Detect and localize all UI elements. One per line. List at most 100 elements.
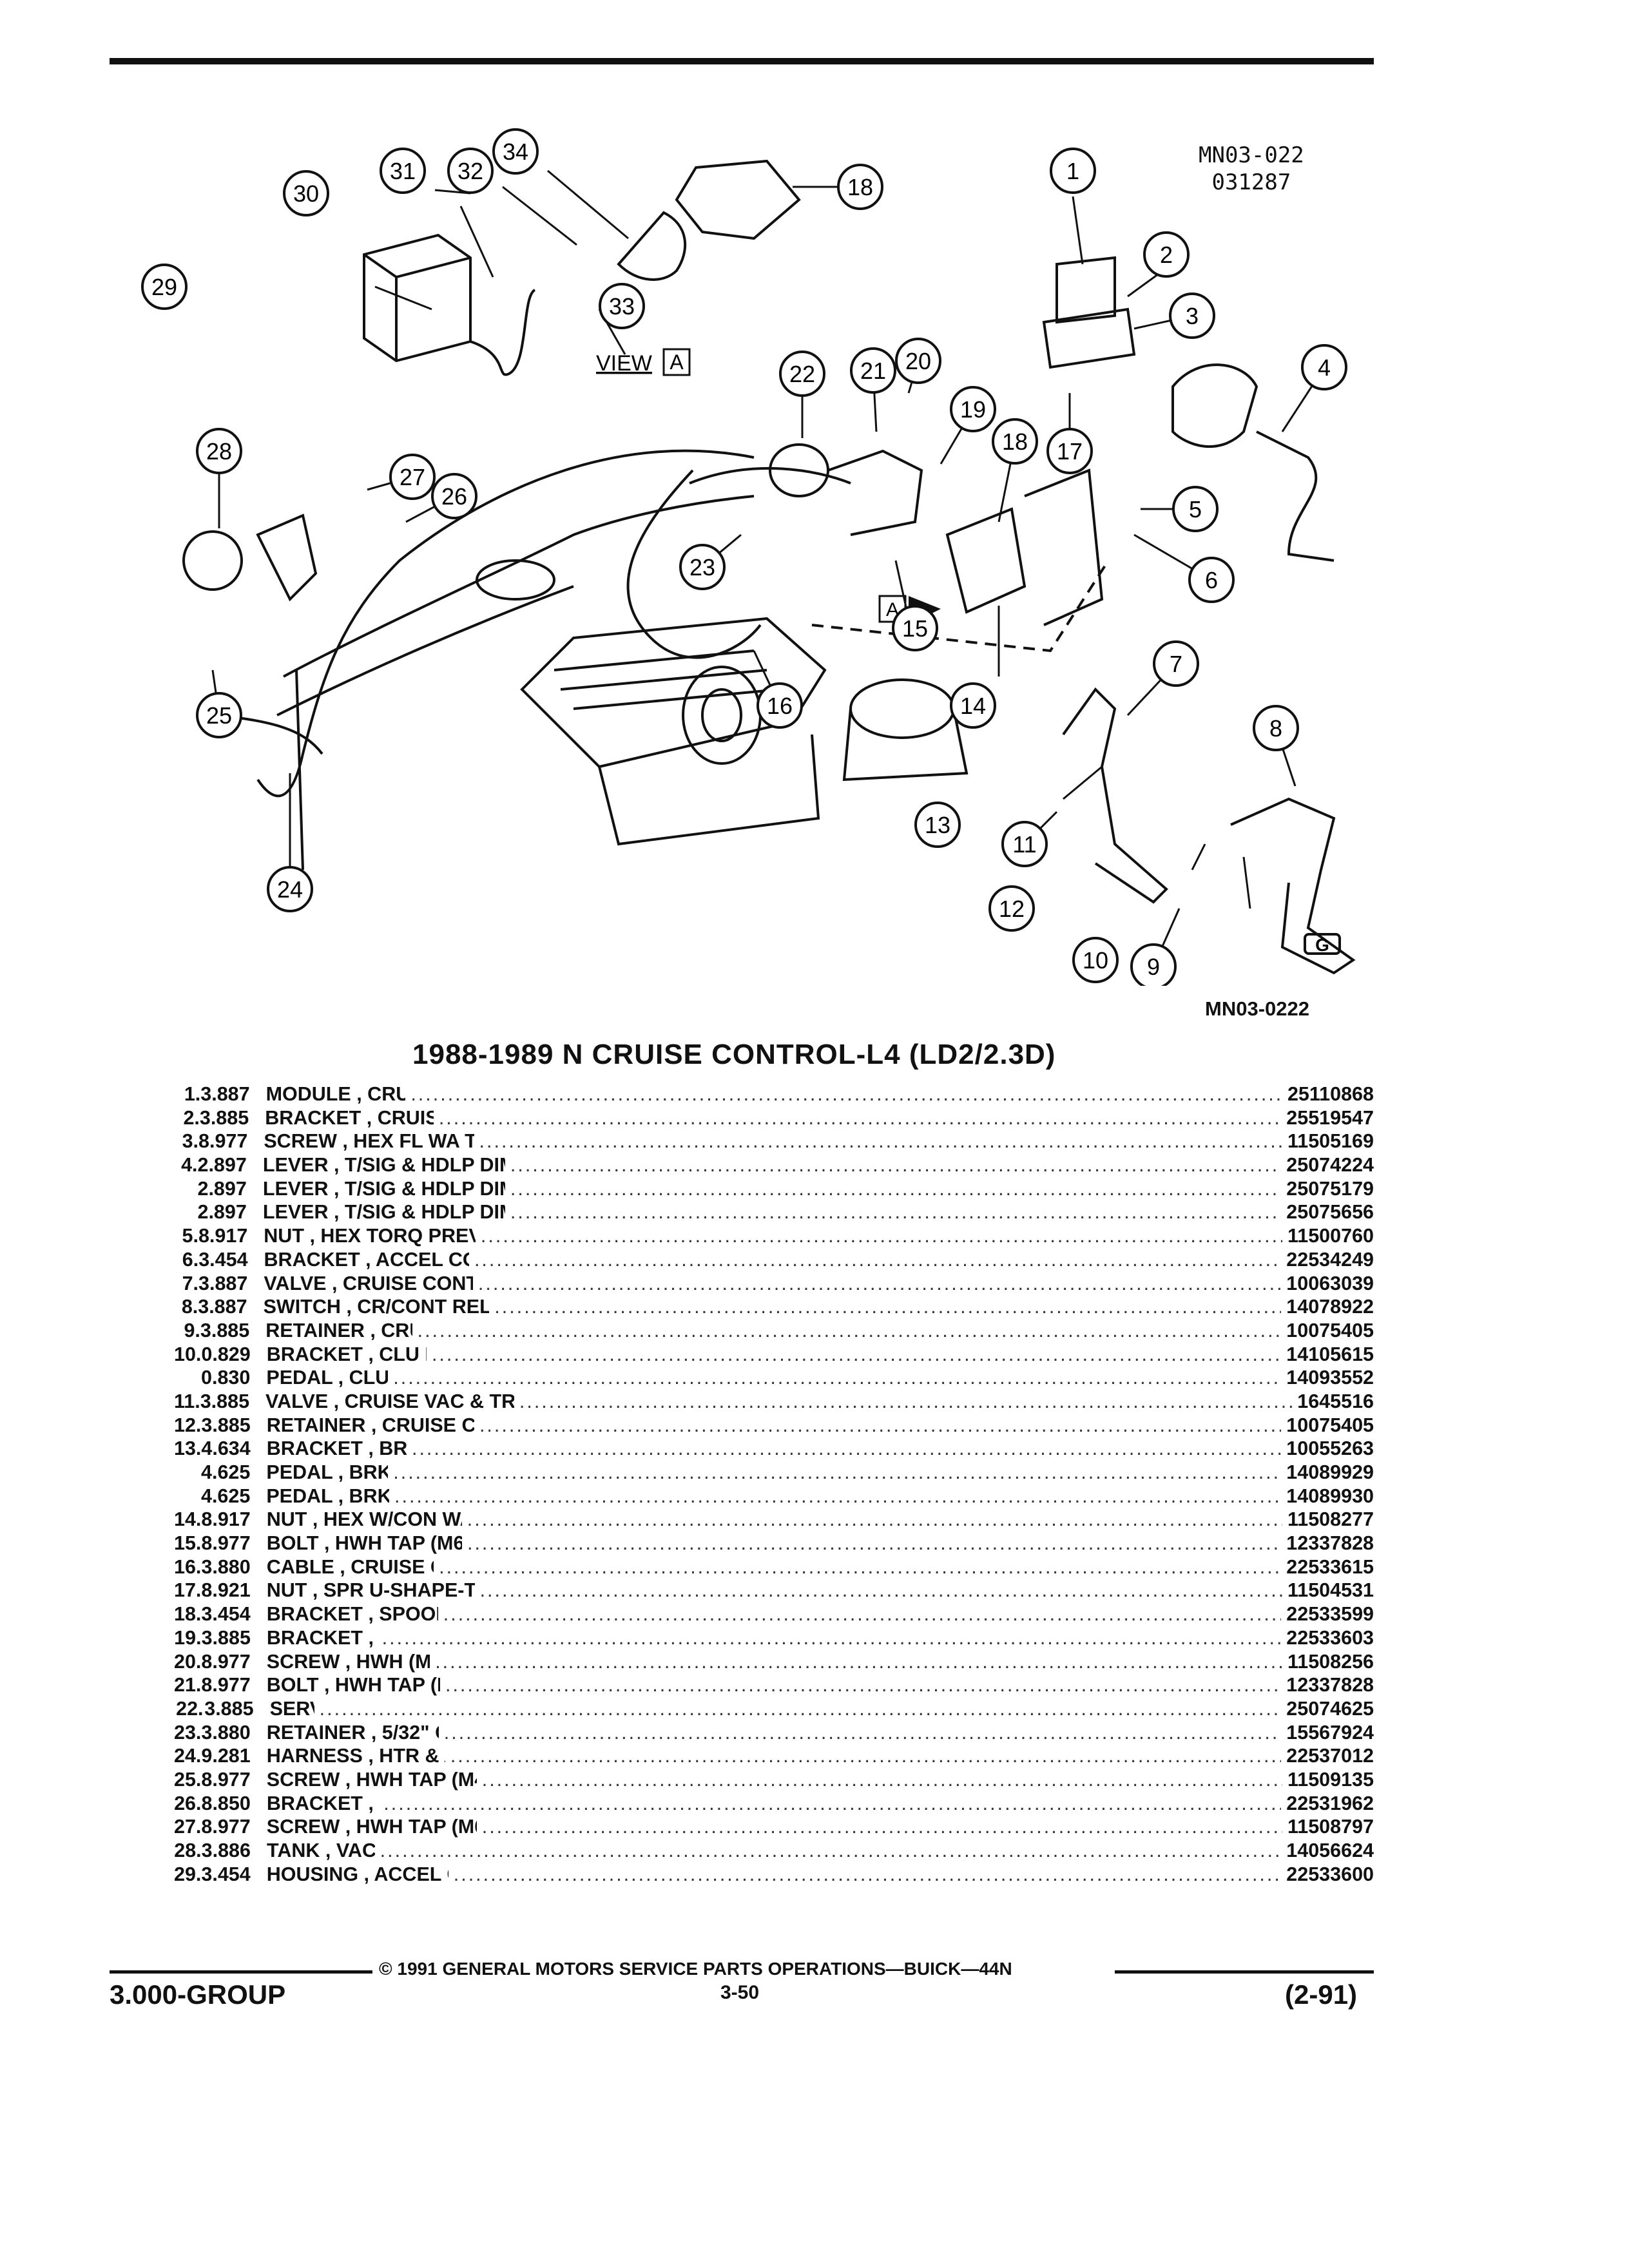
- leader-dots: ........................................…: [380, 1840, 1282, 1861]
- leader-dots: ........................................…: [381, 1626, 1282, 1649]
- part-description: MODULE , CRUISE CONT: [265, 1083, 406, 1105]
- copyright-notice: © 1991 GENERAL MOTORS SERVICE PARTS OPER…: [379, 1959, 1012, 1979]
- ref-number: 18.: [174, 1603, 202, 1626]
- gm-logo-icon: G: [1304, 933, 1341, 955]
- group-code: 8.977: [201, 1532, 251, 1555]
- ref-number: 4.: [181, 1154, 198, 1177]
- group-code: 3.887: [198, 1272, 248, 1294]
- section-title: 1988-1989 N CRUISE CONTROL-L4 (LD2/2.3D): [412, 1039, 1056, 1070]
- group-code: 8.850: [201, 1792, 251, 1814]
- leader-dots: ........................................…: [439, 1555, 1282, 1578]
- part-number: 22533600: [1286, 1863, 1374, 1885]
- group-code: 3.880: [201, 1555, 251, 1578]
- part-description: NUT , HEX W/CON WA (M6X1) PEOR 9: [266, 1508, 462, 1531]
- callout-label: 19: [960, 396, 986, 423]
- callout-label: 2: [1160, 242, 1173, 268]
- view-a-label: VIEW A: [596, 348, 691, 376]
- group-code: 8.977: [201, 1674, 251, 1696]
- group-code: 3.887: [200, 1083, 250, 1105]
- group-code: 9.281: [201, 1745, 251, 1767]
- callout-circle: [380, 148, 426, 194]
- group-code: 2.897: [197, 1154, 247, 1177]
- callout-label: 8: [1269, 715, 1282, 742]
- callout-circle: [1072, 937, 1119, 983]
- callout-label: 23: [689, 554, 715, 581]
- leader-dots: ........................................…: [510, 1177, 1281, 1200]
- svg-text:A: A: [886, 599, 899, 620]
- callout-circle: [892, 605, 938, 651]
- part-number: 10075405: [1286, 1414, 1374, 1436]
- group-code: 3.885: [201, 1414, 251, 1436]
- figure-id-bottom: MN03-0222: [1205, 997, 1309, 1020]
- callout-label: 4: [1318, 354, 1331, 381]
- part-number: 11505169: [1287, 1130, 1374, 1153]
- callout-label: 32: [458, 158, 483, 184]
- callout-label: 27: [400, 464, 425, 490]
- leader-dots: ........................................…: [467, 1532, 1281, 1555]
- part-description: BRACKET , VAC TK: [266, 1792, 378, 1814]
- part-description: BRACKET , SERVO: [266, 1626, 377, 1649]
- callout-label: 6: [1205, 567, 1218, 593]
- part-description: VALVE , CRUISE CONT VAC SOL (W/M.T.): [264, 1272, 473, 1294]
- callout-label: 17: [1057, 438, 1083, 465]
- part-number: 10063039: [1286, 1272, 1374, 1294]
- group-code: 8.977: [198, 1130, 248, 1153]
- callout-circle: [950, 386, 996, 432]
- callout-label: 25: [206, 702, 232, 729]
- part-number: 10055263: [1286, 1437, 1374, 1460]
- leader-dots: ........................................…: [494, 1296, 1281, 1318]
- part-number: 22533599: [1286, 1603, 1374, 1626]
- callout-circle: [1301, 344, 1347, 390]
- part-description: SCREW , HEX FL WA TAP (M4.2X1.41X13): [264, 1130, 474, 1153]
- part-description: PEDAL , BRK (W/M.T.): [266, 1485, 390, 1507]
- part-description: CABLE , CRUISE CONT SERVO: [266, 1555, 434, 1578]
- part-description: SCREW , HWH TAP (M6.3X1.81X13) PZOR: [266, 1816, 477, 1838]
- ref-number: 26.: [174, 1792, 202, 1814]
- callout-circle: [1172, 486, 1219, 532]
- part-number: 12337828: [1286, 1674, 1374, 1696]
- leader-dots: ........................................…: [394, 1485, 1282, 1507]
- callout-circle: [1188, 557, 1235, 603]
- pulley-drawing: [617, 211, 686, 281]
- part-description: BOLT , HWH TAP (M6.3X1.81X16): [266, 1674, 440, 1696]
- part-description: NUT , HEX TORQ PREV (M8X1.25) 10 CAD: [264, 1225, 476, 1247]
- leader-dots: ........................................…: [510, 1154, 1281, 1177]
- ref-number: 25.: [174, 1768, 202, 1791]
- part-description: HARNESS , HTR & A/C CONT VAC: [266, 1745, 445, 1767]
- part-number: 10075405: [1286, 1319, 1374, 1341]
- group-code: 3.885: [200, 1319, 250, 1341]
- callout-circle: [779, 351, 825, 397]
- part-number: 25519547: [1286, 1106, 1374, 1129]
- part-description: BRACKET , ACCEL CONT CBL LVR UPR: [264, 1248, 469, 1271]
- callout-circle: [1046, 428, 1093, 474]
- part-description: RETAINER , CRUISE CONT VAC REL VLV: [266, 1414, 474, 1436]
- part-description: HOUSING , ACCEL CONT CBL LVR: [266, 1863, 448, 1885]
- ref-number: 27.: [174, 1816, 202, 1838]
- callout-label: 14: [960, 693, 986, 719]
- part-number: 22533603: [1286, 1626, 1374, 1649]
- ref-number: 23.: [174, 1721, 202, 1744]
- ref-number: 2.: [183, 1106, 200, 1129]
- callout-circle: [1143, 231, 1190, 278]
- callout-circle: [196, 692, 242, 738]
- part-description: VALVE , CRUISE VAC & TRANS CONV REL (W/A…: [265, 1390, 514, 1412]
- callout-label: 11: [1012, 831, 1036, 858]
- group-code: 4.625: [201, 1461, 251, 1483]
- callout-circle: [599, 283, 645, 329]
- ref-number: 29.: [174, 1863, 202, 1885]
- view-letter: A: [670, 351, 684, 374]
- footer-rule-right: [1115, 1970, 1374, 1974]
- group-code: 8.977: [201, 1768, 251, 1791]
- callout-label: 10: [1083, 947, 1108, 974]
